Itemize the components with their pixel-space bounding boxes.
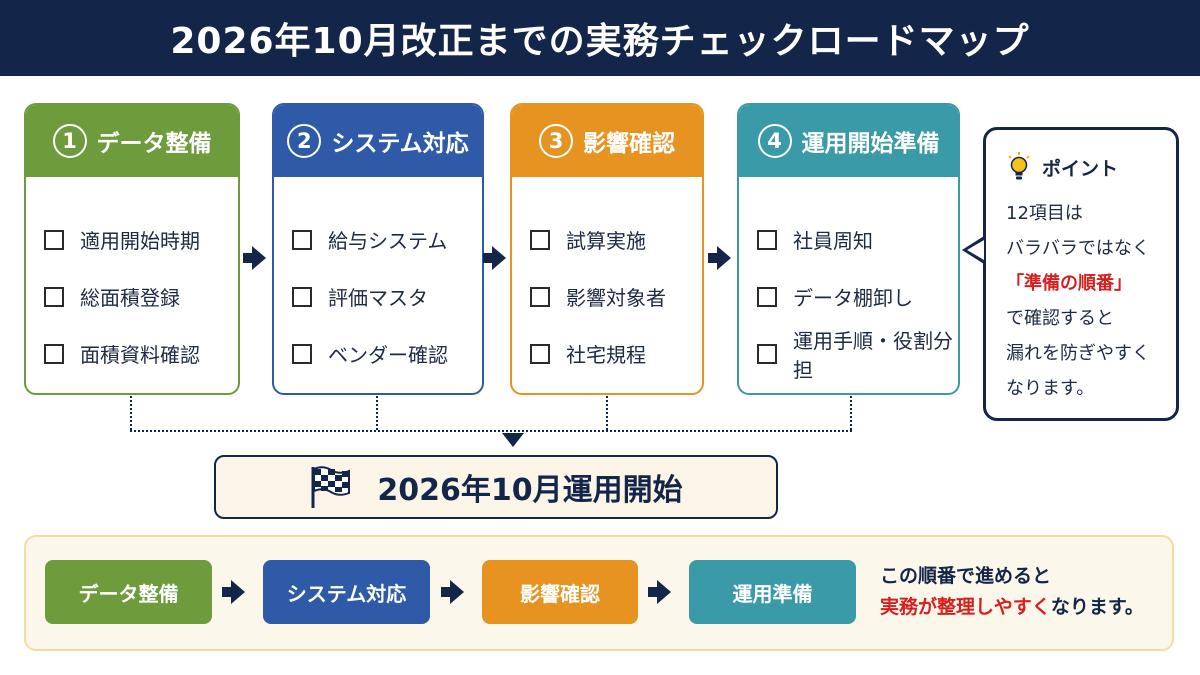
checkbox-icon[interactable] bbox=[757, 286, 777, 307]
step-card-data-preparation: 1 データ整備 適用開始時期 総面積登録 面積資料確認 bbox=[24, 103, 240, 395]
checkbox-icon[interactable] bbox=[530, 286, 550, 307]
arrow-down-icon bbox=[502, 433, 524, 447]
checkbox-icon[interactable] bbox=[292, 229, 312, 250]
checkered-flag-icon bbox=[311, 466, 351, 508]
step-number: 4 bbox=[757, 124, 792, 158]
checklist-item-label: データ棚卸し bbox=[793, 286, 913, 310]
checklist-item[interactable]: 適用開始時期 bbox=[44, 211, 238, 268]
arrow-right-icon bbox=[483, 253, 493, 263]
summary-emphasis: 実務が整理しやすく bbox=[880, 596, 1051, 618]
checklist-item[interactable]: 総面積登録 bbox=[44, 268, 238, 325]
checklist-item-label: 影響対象者 bbox=[566, 286, 666, 310]
arrow-right-icon bbox=[492, 246, 506, 270]
checkbox-icon[interactable] bbox=[757, 229, 777, 250]
summary-line: この順番で進めると bbox=[880, 565, 1052, 587]
summary-step-pill: システム対応 bbox=[263, 560, 430, 624]
step-title: 運用開始準備 bbox=[801, 131, 940, 157]
checklist-item-label: ベンダー確認 bbox=[328, 343, 448, 367]
point-title: ポイント bbox=[1006, 152, 1176, 182]
arrow-right-icon bbox=[243, 253, 253, 263]
checkbox-icon[interactable] bbox=[44, 229, 64, 250]
lightbulb-icon bbox=[1008, 152, 1030, 180]
checkbox-icon[interactable] bbox=[44, 343, 64, 364]
checklist-item-label: 評価マスタ bbox=[328, 286, 428, 310]
checklist-item[interactable]: 運用手順・役割分担 bbox=[757, 325, 958, 382]
checklist-item[interactable]: データ棚卸し bbox=[757, 268, 958, 325]
operation-start-banner: 2026年10月運用開始 bbox=[214, 455, 778, 519]
checkbox-icon[interactable] bbox=[530, 229, 550, 250]
step-title: 影響確認 bbox=[583, 131, 675, 157]
step-header: 3 影響確認 bbox=[512, 105, 702, 177]
summary-step-pill: 影響確認 bbox=[482, 560, 638, 624]
connector-line bbox=[606, 396, 608, 430]
checklist-item[interactable]: ベンダー確認 bbox=[292, 325, 482, 382]
step-header: 2 システム対応 bbox=[274, 105, 482, 177]
step-header: 4 運用開始準備 bbox=[739, 105, 958, 177]
point-highlight: 「準備の順番」 bbox=[1006, 273, 1132, 294]
checklist-item[interactable]: 試算実施 bbox=[530, 211, 702, 268]
checkbox-icon[interactable] bbox=[530, 343, 550, 364]
point-text: 12項目は bbox=[1006, 203, 1083, 224]
point-callout: ポイント 12項目は バラバラではなく 「準備の順番」 で確認すると 漏れを防ぎ… bbox=[983, 127, 1179, 421]
checklist-item-label: 運用手順・役割分担 bbox=[793, 328, 953, 382]
summary-line: 実務が整理しやすくなります。 bbox=[880, 592, 1170, 623]
step-title: データ整備 bbox=[96, 131, 212, 157]
arrow-right-icon bbox=[252, 246, 266, 270]
checklist-item-label: 適用開始時期 bbox=[80, 229, 200, 253]
point-text: 漏れを防ぎやすく bbox=[1006, 343, 1150, 364]
arrow-right-icon bbox=[231, 580, 245, 604]
step-card-operation-prep: 4 運用開始準備 社員周知 データ棚卸し 運用手順・役割分担 bbox=[737, 103, 960, 395]
checklist-item[interactable]: 社宅規程 bbox=[530, 325, 702, 382]
step-card-system: 2 システム対応 給与システム 評価マスタ ベンダー確認 bbox=[272, 103, 484, 395]
checklist-item-label: 総面積登録 bbox=[80, 286, 180, 310]
step-number: 1 bbox=[52, 124, 87, 158]
checkbox-icon[interactable] bbox=[44, 286, 64, 307]
callout-tail-fill bbox=[967, 240, 984, 260]
checkbox-icon[interactable] bbox=[757, 343, 777, 364]
summary-text: この順番で進めると 実務が整理しやすくなります。 bbox=[880, 561, 1170, 623]
connector-line bbox=[130, 396, 132, 430]
arrow-right-icon bbox=[450, 580, 464, 604]
step-title: システム対応 bbox=[331, 131, 469, 157]
step-header: 1 データ整備 bbox=[26, 105, 238, 177]
connector-line bbox=[376, 396, 378, 430]
arrow-right-icon bbox=[441, 587, 451, 597]
step-card-impact: 3 影響確認 試算実施 影響対象者 社宅規程 bbox=[510, 103, 704, 395]
checklist-item[interactable]: 給与システム bbox=[292, 211, 482, 268]
start-label: 2026年10月運用開始 bbox=[377, 473, 683, 508]
summary-tail: なります。 bbox=[1050, 596, 1144, 618]
arrow-right-icon bbox=[708, 253, 718, 263]
header-bar: 2026年10月改正までの実務チェックロードマップ bbox=[0, 0, 1200, 76]
point-text: で確認すると bbox=[1006, 308, 1114, 329]
checklist-item-label: 面積資料確認 bbox=[80, 343, 200, 367]
summary-step-pill: データ整備 bbox=[45, 560, 212, 624]
checklist-item[interactable]: 面積資料確認 bbox=[44, 325, 238, 382]
arrow-right-icon bbox=[222, 587, 232, 597]
arrow-right-icon bbox=[648, 587, 658, 597]
arrow-right-icon bbox=[717, 246, 731, 270]
connector-line bbox=[130, 430, 852, 432]
arrow-right-icon bbox=[657, 580, 671, 604]
checklist-item-label: 社員周知 bbox=[793, 229, 873, 253]
checklist-item[interactable]: 影響対象者 bbox=[530, 268, 702, 325]
checklist-item[interactable]: 社員周知 bbox=[757, 211, 958, 268]
checklist-item-label: 給与システム bbox=[328, 229, 448, 253]
connector-line bbox=[850, 396, 852, 430]
point-text: なります。 bbox=[1006, 378, 1095, 399]
checkbox-icon[interactable] bbox=[292, 343, 312, 364]
page-title: 2026年10月改正までの実務チェックロードマップ bbox=[170, 21, 1030, 62]
step-number: 2 bbox=[287, 124, 322, 158]
step-number: 3 bbox=[539, 124, 573, 158]
checklist-item-label: 社宅規程 bbox=[566, 343, 646, 367]
checklist-item-label: 試算実施 bbox=[566, 229, 646, 253]
checklist-item[interactable]: 評価マスタ bbox=[292, 268, 482, 325]
point-heading: ポイント bbox=[1042, 157, 1119, 180]
checkbox-icon[interactable] bbox=[292, 286, 312, 307]
point-text: バラバラではなく bbox=[1006, 238, 1150, 259]
summary-step-pill: 運用準備 bbox=[689, 560, 856, 624]
